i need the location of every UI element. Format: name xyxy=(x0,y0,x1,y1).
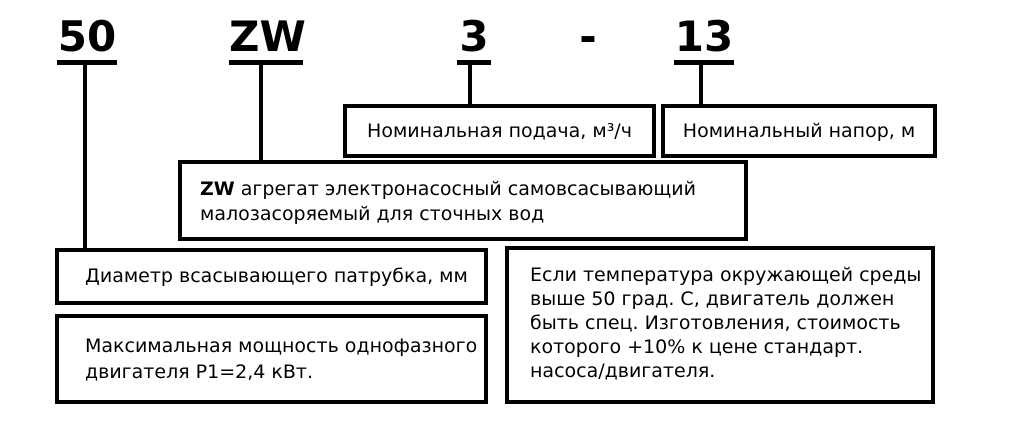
connector-line-head xyxy=(699,64,703,106)
nominal-head-label: Номинальный напор, м xyxy=(682,119,916,142)
code-part-separator: - xyxy=(579,12,597,61)
box-max-power: Максимальная мощность однофазного двигат… xyxy=(55,314,488,404)
box-temperature-note: Если температура окружающей среды выше 5… xyxy=(505,246,935,404)
code-part-suction-diameter: 50 xyxy=(57,13,117,65)
temperature-note-line3: быть спец. Изготовления, стоимость xyxy=(530,312,901,334)
suction-diameter-label: Диаметр всасывающего патрубка, мм xyxy=(85,265,468,287)
series-description-line2: малозасоряемый для сточных вод xyxy=(200,203,545,225)
temperature-note-line5: насоса/двигателя. xyxy=(530,360,716,382)
max-power-line1: Максимальная мощность однофазного xyxy=(85,335,478,357)
temperature-note-line2: выше 50 град. С, двигатель должен xyxy=(530,288,895,310)
box-nominal-flow: Номинальная подача, м³/ч xyxy=(343,104,656,158)
code-part-series: ZW xyxy=(229,13,306,65)
temperature-note-line4: которого +10% к цене стандарт. xyxy=(530,336,864,358)
code-part-head: 13 xyxy=(674,13,734,65)
series-description-line1-rest: агрегат электронасосный самовсасывающий xyxy=(234,178,696,200)
max-power-line2: двигателя Р1=2,4 кВт. xyxy=(85,361,314,383)
series-description-line1: ZW агрегат электронасосный самовсасывающ… xyxy=(200,177,734,202)
temperature-note-line1: Если температура окружающей среды xyxy=(530,264,922,286)
box-nominal-head: Номинальный напор, м xyxy=(661,104,937,158)
series-code-label: ZW xyxy=(200,178,235,200)
connector-line-series xyxy=(259,64,263,162)
nominal-flow-label: Номинальная подача, м³/ч xyxy=(367,119,632,142)
code-part-flow: 3 xyxy=(457,13,491,65)
box-series-description: ZW агрегат электронасосный самовсасывающ… xyxy=(178,160,748,241)
box-suction-diameter: Диаметр всасывающего патрубка, мм xyxy=(55,248,488,305)
connector-line-suction-diameter xyxy=(83,64,87,248)
connector-line-flow xyxy=(468,64,472,106)
